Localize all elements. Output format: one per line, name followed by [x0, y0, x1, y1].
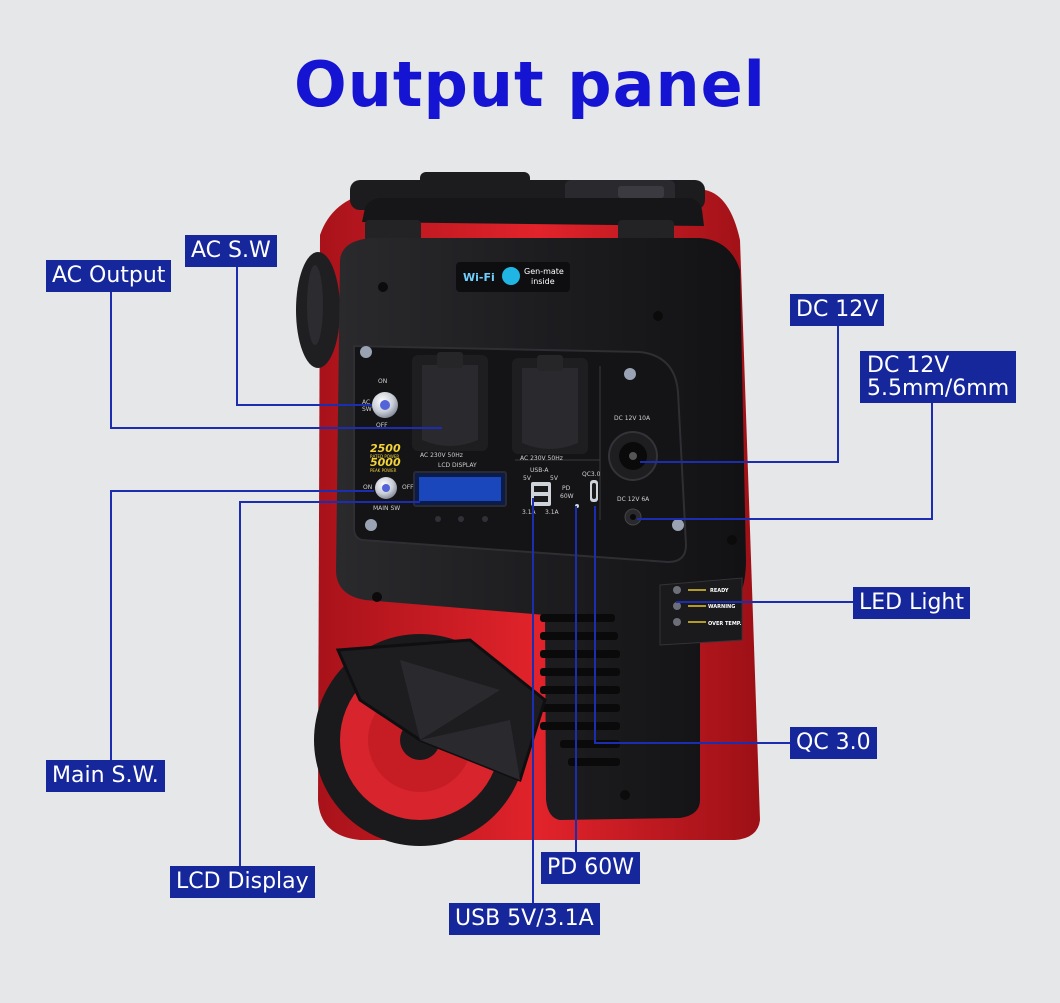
ac-switch: ON AC SW OFF 2500 RATED POWER 5000 PEAK … — [362, 378, 401, 473]
socket-rating-1: AC 230V 50Hz — [420, 452, 463, 459]
led-indicator-panel: READY WARNING OVER TEMP. — [659, 577, 743, 646]
leader-main-sw — [110, 490, 374, 762]
socket-rating-2: AC 230V 50Hz — [520, 455, 563, 462]
callout-usb: USB 5V/3.1A — [449, 903, 600, 935]
wheel — [314, 634, 547, 846]
usb-a-label: USB-A — [530, 467, 549, 474]
leader-ac-output — [110, 290, 442, 429]
rated-value: 2500 — [370, 442, 401, 455]
leader-qc30 — [594, 506, 790, 744]
over-temp-label: OVER TEMP. — [708, 621, 742, 627]
lcd-display-unit: LCD DISPLAY — [413, 462, 507, 522]
peak-text: PEAK POWER — [370, 468, 397, 473]
ac-socket-left: AC 230V 50Hz — [412, 352, 488, 459]
callout-ac-sw: AC S.W — [185, 235, 277, 267]
page-title: Output panel — [294, 48, 766, 121]
leader-lcd-display — [239, 501, 420, 867]
genmate-label-2: inside — [531, 277, 555, 286]
main-sw-label: MAIN SW — [373, 505, 400, 512]
warning-led — [673, 602, 681, 610]
main-on-label: ON — [363, 484, 372, 491]
ac-label: AC — [362, 399, 370, 406]
dc-10a-label: DC 12V 10A — [614, 415, 651, 422]
pd-60w-label: 60W — [560, 493, 574, 500]
ready-led — [673, 586, 681, 594]
usb-31a-a: 3.1A — [522, 509, 537, 516]
wifi-genmate-badge: Wi-Fi Gen-mate inside — [456, 262, 570, 292]
leader-lines — [110, 265, 933, 906]
over-temp-led — [673, 618, 681, 626]
main-switch: ON OFF MAIN SW — [363, 477, 414, 512]
callout-dc-12v-barrel: DC 12V 5.5mm/6mm — [860, 351, 1017, 403]
callout-dc-12v-barrel-line2: 5.5mm/6mm — [867, 376, 1010, 401]
callout-dc-12v: DC 12V — [790, 294, 885, 326]
lcd-screen — [419, 477, 501, 501]
callout-main-sw: Main S.W. — [46, 760, 165, 792]
usb-31a-b: 3.1A — [545, 509, 560, 516]
qc30-label: QC3.0 — [582, 471, 601, 478]
usb-5v-b: 5V — [550, 475, 559, 482]
sw-label: SW — [362, 406, 372, 413]
main-off-label: OFF — [402, 484, 414, 491]
ac-on-label: ON — [378, 378, 387, 385]
ready-label: READY — [710, 588, 729, 594]
top-handle — [362, 198, 704, 242]
leader-ac-sw — [236, 265, 372, 406]
dc-6a-label: DC 12V 6A — [617, 496, 650, 503]
peak-value: 5000 — [370, 456, 401, 469]
usb-port-group: USB-A 5V 5V 3.1A 3.1A PD 60W QC3.0 — [522, 467, 601, 516]
callout-dc-12v-barrel-line1: DC 12V — [867, 353, 950, 378]
ac-off-label: OFF — [376, 422, 388, 429]
callout-pd-60w: PD 60W — [541, 852, 640, 884]
callout-led-light: LED Light — [853, 587, 970, 619]
lcd-display-label: LCD DISPLAY — [438, 462, 477, 469]
usb-5v-a: 5V — [523, 475, 532, 482]
ac-socket-right: AC 230V 50Hz — [512, 355, 588, 462]
leader-dc-12v — [640, 324, 839, 463]
pd-label: PD — [562, 485, 571, 492]
genmate-icon — [502, 267, 520, 285]
genmate-label-1: Gen-mate — [524, 267, 564, 276]
callout-ac-output: AC Output — [46, 260, 172, 292]
callout-qc-30: QC 3.0 — [790, 727, 877, 759]
rated-text: RATED POWER — [370, 454, 399, 459]
callout-lcd-display: LCD Display — [170, 866, 315, 898]
leader-dc-barrel — [637, 400, 933, 520]
wifi-label: Wi-Fi — [463, 271, 495, 284]
warning-label: WARNING — [708, 604, 735, 610]
